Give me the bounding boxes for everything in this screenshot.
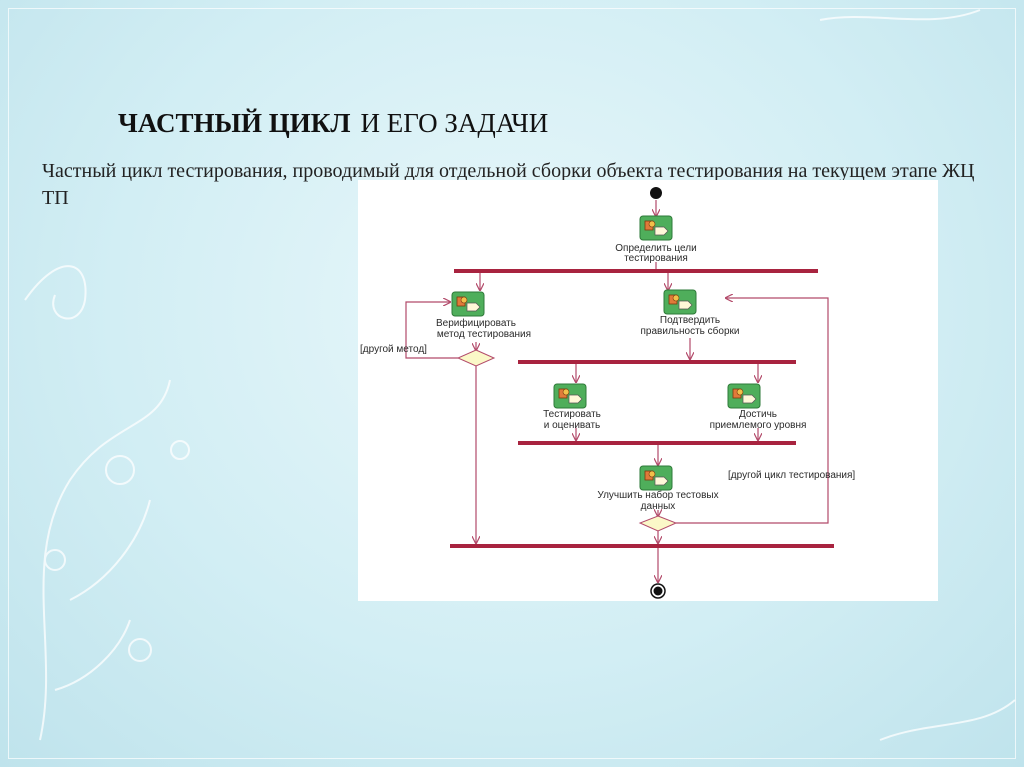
slide-description: Частный цикл тестирования, проводимый дл… (42, 160, 975, 209)
join-bar-3 (518, 441, 796, 445)
title-bold: ЧАСТНЫЙ ЦИКЛ (118, 108, 351, 138)
title-rest: И ЕГО ЗАДАЧИ (360, 108, 549, 138)
activity-icon (451, 291, 485, 317)
fork-bar-2 (518, 360, 796, 364)
slide-frame (8, 8, 1016, 759)
activity-diagram: Определить цели тестирования Верифициров… (358, 180, 938, 601)
activity-label: и оценивать (544, 420, 601, 431)
end-node (653, 586, 663, 596)
end-node-ring (650, 583, 666, 599)
activity-confirm-build: Подтвердить правильность сборки (641, 289, 740, 337)
activity-icon (639, 465, 673, 491)
activity-label: приемлемого уровня (710, 420, 807, 431)
guard-other-method: [другой метод] (360, 344, 427, 355)
activity-icon (663, 289, 697, 315)
decision-diamond-1 (456, 349, 496, 367)
activity-label: Достичь (739, 409, 777, 420)
activity-define-goals: Определить цели тестирования (615, 215, 697, 264)
fork-bar-1 (454, 269, 818, 273)
decision-diamond-2 (638, 515, 678, 532)
activity-label: Подтвердить (660, 315, 720, 326)
activity-label: Верифицировать (436, 317, 516, 329)
activity-label: Улучшить набор тестовых (597, 489, 718, 501)
guard-other-cycle: [другой цикл тестирования] (728, 470, 855, 481)
activity-test-evaluate: Тестировать и оценивать (543, 383, 601, 431)
activity-icon (553, 383, 587, 409)
start-node (650, 187, 662, 199)
activity-icon (639, 215, 673, 241)
activity-improve-data: Улучшить набор тестовых данных (597, 465, 719, 512)
activity-label: Тестировать (543, 409, 601, 420)
activity-label: метод тестирования (437, 329, 531, 340)
activity-icon (727, 383, 761, 409)
join-bar-4 (450, 544, 834, 548)
activity-label: данных (641, 501, 676, 512)
activity-label: правильность сборки (641, 325, 740, 337)
activity-label: тестирования (624, 253, 688, 264)
slide-title: ЧАСТНЫЙ ЦИКЛ И ЕГО ЗАДАЧИ (118, 108, 548, 139)
activity-label: Определить цели (615, 243, 696, 254)
activity-verify-method: Верифицировать метод тестирования (436, 291, 531, 340)
activity-reach-level: Достичь приемлемого уровня (710, 383, 807, 431)
